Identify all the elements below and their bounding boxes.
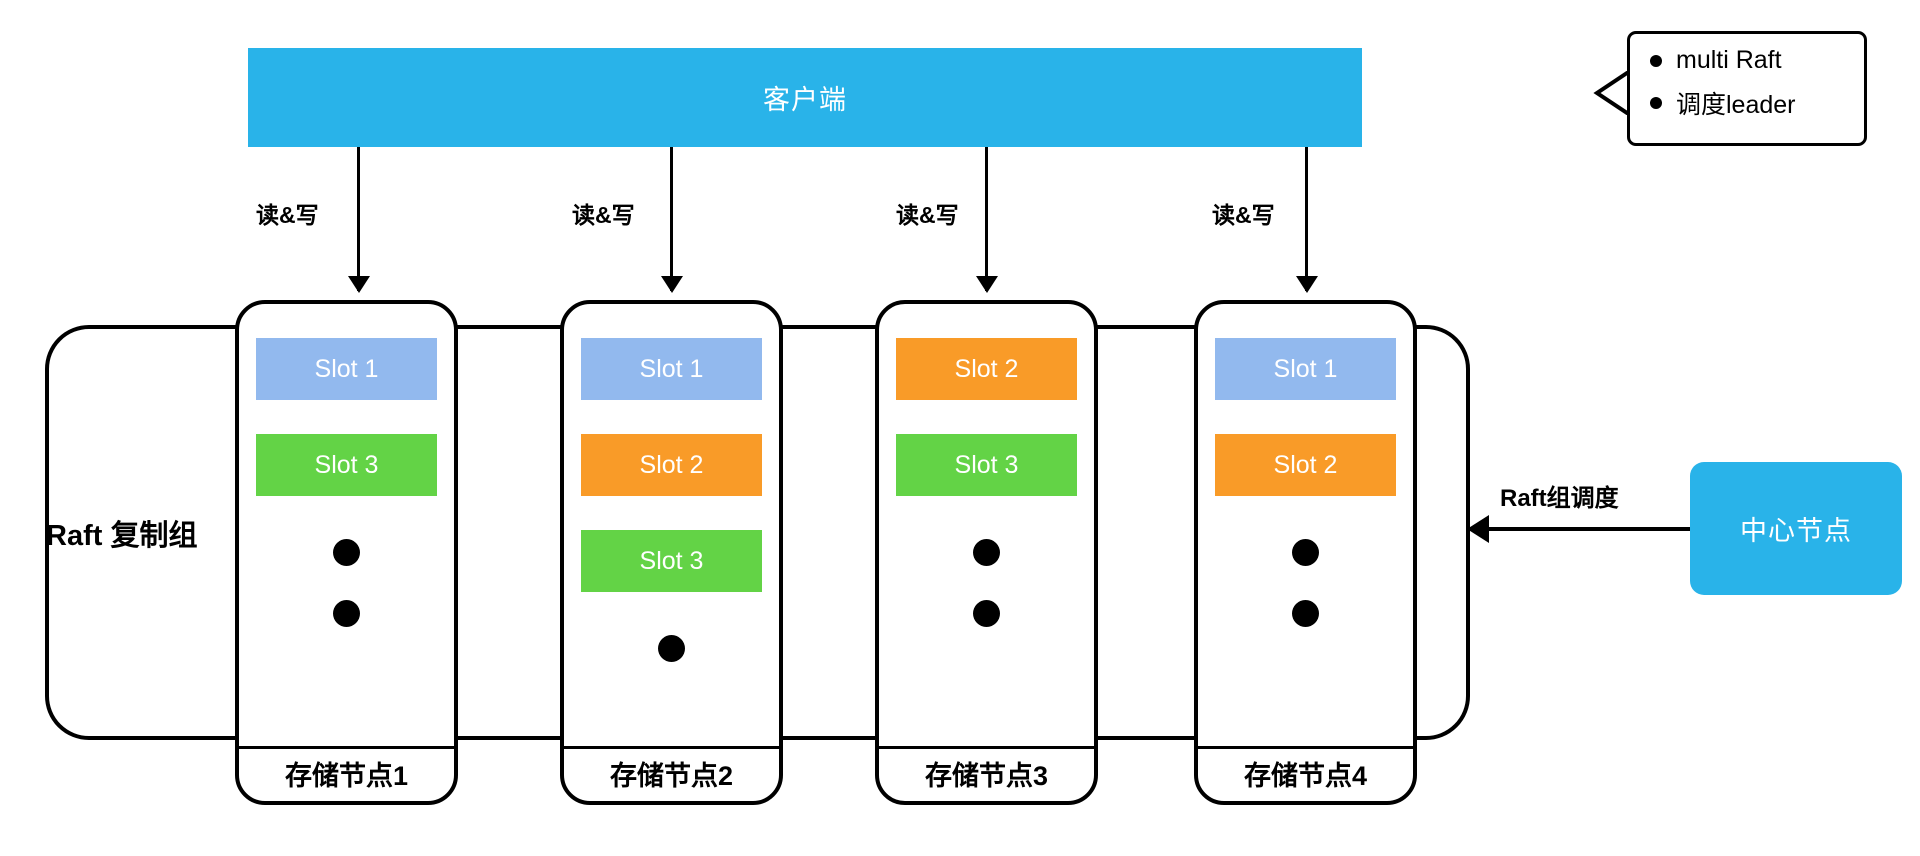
dot-icon [333,600,360,627]
dot-icon [973,539,1000,566]
dot-icon [333,539,360,566]
callout-tail-icon [1593,71,1629,115]
storage-node-label: 存储节点3 [924,761,1049,791]
slot-block[interactable]: Slot 3 [581,530,762,592]
center-node-label: 中心节点 [1740,516,1852,546]
arrowhead-icon [976,276,998,293]
node-divider [235,746,458,749]
flow-arrow-node-1 [348,147,370,293]
slot-stack: Slot 1 Slot 3 [235,304,458,749]
slot-block[interactable]: Slot 2 [896,338,1077,400]
storage-node-label: 存储节点2 [609,761,734,791]
slot-block[interactable]: Slot 3 [896,434,1077,496]
ellipsis-dots [581,626,762,687]
slot-block[interactable]: Slot 1 [1215,338,1396,400]
legend-item-label: 调度leader [1676,91,1796,119]
scheduling-arrow [1467,515,1690,543]
flow-label-node-2: 读&写 [572,202,635,228]
slot-block[interactable]: Slot 3 [256,434,437,496]
dot-icon [658,635,685,662]
slot-stack: Slot 1 Slot 2 [1194,304,1417,749]
slot-stack: Slot 1 Slot 2 Slot 3 [560,304,783,749]
legend-item-schedule-leader: 调度leader [1650,85,1864,121]
ellipsis-dots [256,530,437,652]
client-box: 客户端 [248,48,1362,147]
arrowhead-icon [348,276,370,293]
storage-node-2[interactable]: Slot 1 Slot 2 Slot 3 存储节点2 [560,300,783,805]
bullet-icon [1650,54,1662,67]
center-node-box[interactable]: 中心节点 [1690,462,1902,595]
flow-arrow-node-3 [976,147,998,293]
dot-icon [1292,539,1319,566]
slot-block[interactable]: Slot 1 [256,338,437,400]
node-divider [1194,746,1417,749]
arrowhead-icon [1296,276,1318,293]
flow-arrow-node-2 [661,147,683,293]
ellipsis-dots [1215,530,1396,652]
node-divider [875,746,1098,749]
flow-label-node-3: 读&写 [896,202,959,228]
legend-item-multi-raft: multi Raft [1650,46,1864,75]
flow-arrow-node-4 [1296,147,1318,293]
slot-block[interactable]: Slot 2 [1215,434,1396,496]
legend-list: multi Raft 调度leader [1650,46,1864,121]
storage-node-4[interactable]: Slot 1 Slot 2 存储节点4 [1194,300,1417,805]
node-divider [560,746,783,749]
legend-callout: multi Raft 调度leader [1593,31,1875,148]
legend-body: multi Raft 调度leader [1627,31,1867,146]
slot-block[interactable]: Slot 2 [581,434,762,496]
bullet-icon [1650,97,1662,109]
flow-label-node-4: 读&写 [1212,202,1275,228]
slot-stack: Slot 2 Slot 3 [875,304,1098,749]
legend-item-label: multi Raft [1676,46,1782,74]
arrowhead-icon [1467,515,1489,543]
ellipsis-dots [896,530,1077,652]
flow-label-node-1: 读&写 [256,202,319,228]
storage-node-3[interactable]: Slot 2 Slot 3 存储节点3 [875,300,1098,805]
arrowhead-icon [661,276,683,293]
storage-node-1[interactable]: Slot 1 Slot 3 存储节点1 [235,300,458,805]
storage-node-label: 存储节点1 [284,761,409,791]
client-label: 客户端 [763,85,847,115]
dot-icon [1292,600,1319,627]
slot-block[interactable]: Slot 1 [581,338,762,400]
dot-icon [973,600,1000,627]
storage-node-label: 存储节点4 [1243,761,1368,791]
scheduling-arrow-label: Raft组调度 [1500,485,1619,512]
raft-replication-group-label: Raft 复制组 [46,520,198,552]
